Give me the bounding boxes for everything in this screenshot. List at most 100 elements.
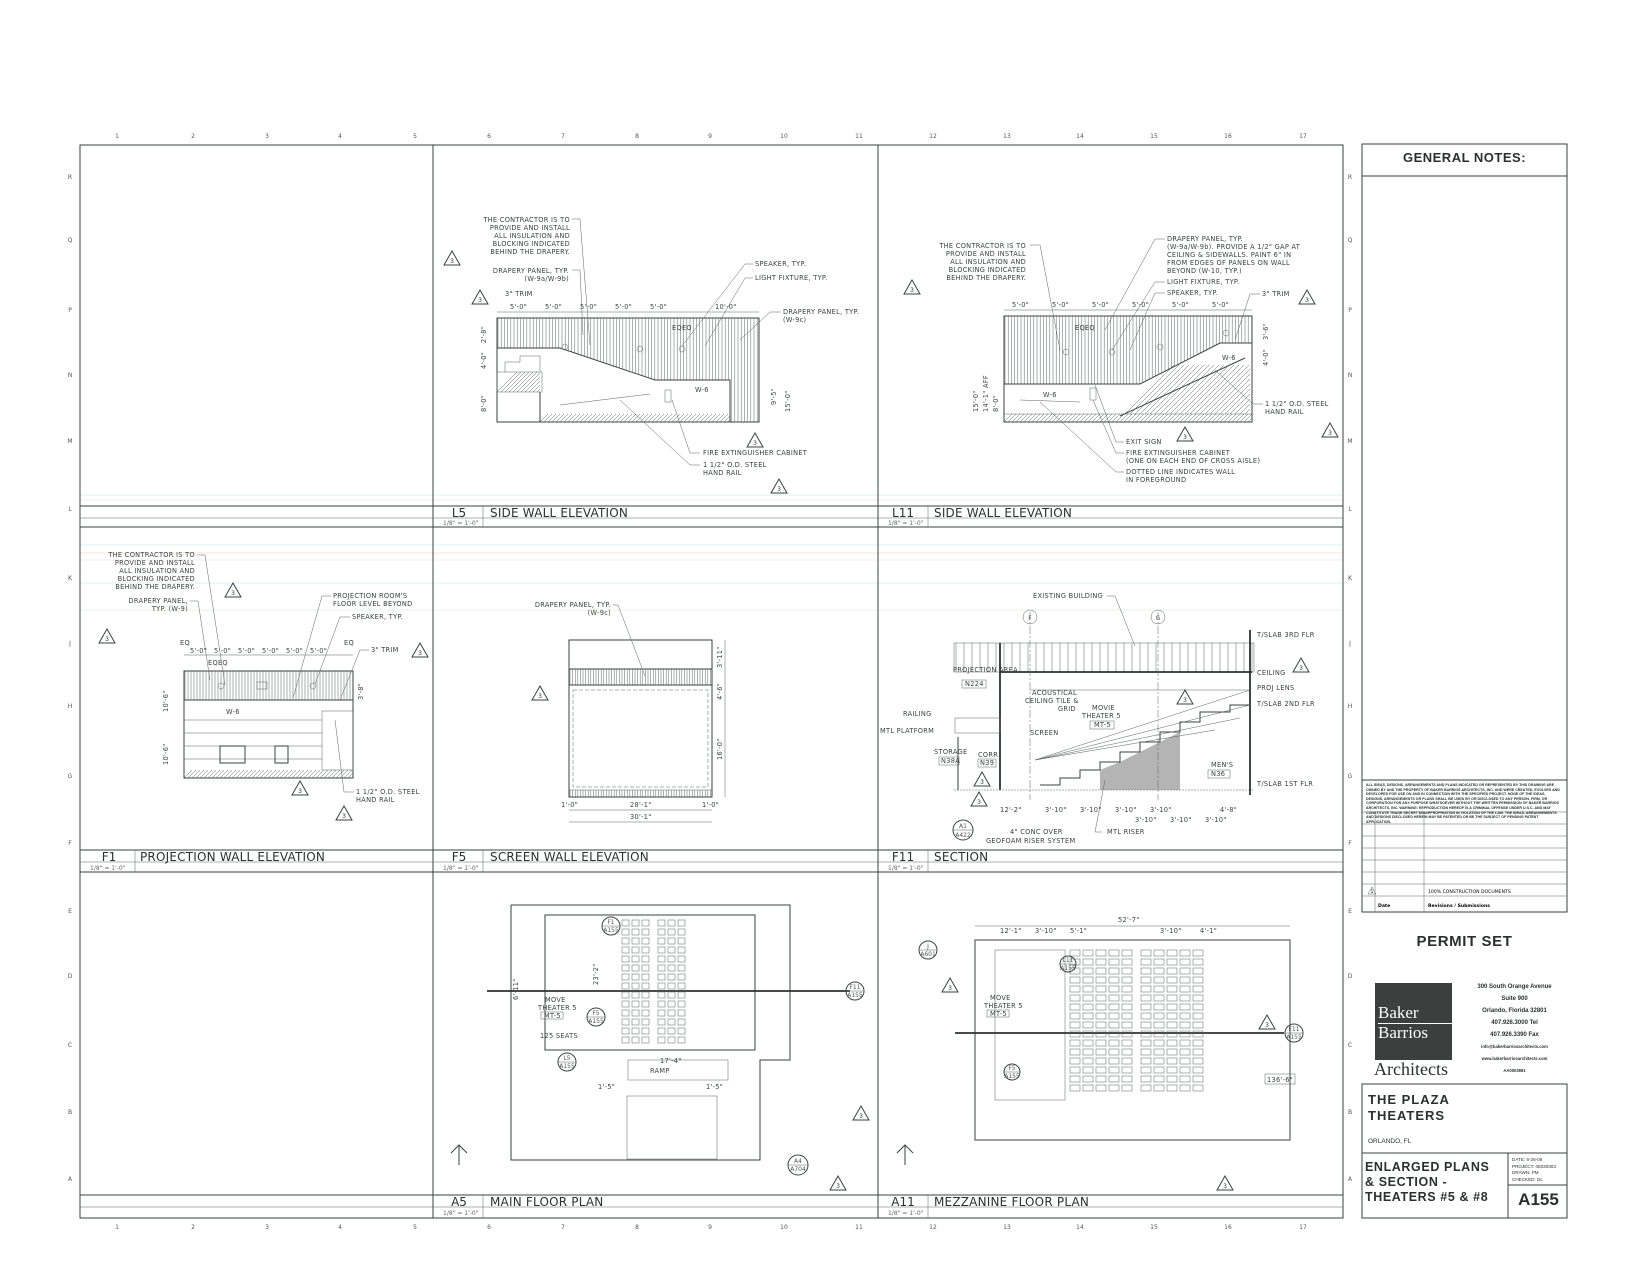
dimension: 5'-0" xyxy=(1212,301,1229,309)
dimension: 5'-0" xyxy=(615,303,632,311)
revision-triangle-icon xyxy=(941,976,959,993)
floor-hatch-line xyxy=(587,413,597,423)
ceiling-note: GRID xyxy=(1058,705,1076,713)
floor-hatch-line xyxy=(303,769,313,779)
floor-hatch-line xyxy=(339,769,349,779)
callout-top: F5 xyxy=(592,1010,599,1017)
dimension: 5'-0" xyxy=(190,647,207,655)
floor-hatch-line xyxy=(1203,413,1213,423)
grid-column-label: 16 xyxy=(1224,1224,1232,1231)
email: info@bakerbarriosarchitects.com xyxy=(1481,1044,1548,1049)
callout-bottom: A155 xyxy=(1004,1073,1020,1080)
floor-hatch-line xyxy=(267,769,277,779)
seat xyxy=(1140,985,1152,993)
seat xyxy=(1153,1030,1165,1038)
dimension: 3'-10" xyxy=(1080,806,1102,814)
screen-label: SCREEN xyxy=(1030,729,1058,737)
note-line: ALL INSULATION AND xyxy=(119,567,195,575)
floor-hatch-line xyxy=(1011,413,1021,423)
floor-hatch-line xyxy=(675,413,685,423)
seat xyxy=(1121,958,1133,966)
seat xyxy=(631,1027,640,1035)
floor-hatch-line xyxy=(715,413,725,423)
grid-row-label: B xyxy=(1348,1109,1352,1116)
revision-triangle-icon xyxy=(1292,656,1310,673)
floor-hatch-line xyxy=(1143,413,1153,423)
floor-hatch-line xyxy=(1035,413,1045,423)
seat xyxy=(621,928,630,936)
seat xyxy=(667,973,676,981)
seat xyxy=(1192,967,1204,975)
floor-hatch-line xyxy=(639,413,649,423)
wall-tag: W-6 xyxy=(1222,354,1236,362)
grid-column-label: 9 xyxy=(708,133,712,140)
callout-top: F1 xyxy=(607,919,614,926)
dimension: 3'-11" xyxy=(716,646,724,668)
grid-row-label: C xyxy=(1348,1042,1352,1049)
seat xyxy=(621,1009,630,1017)
floor-hatch-line xyxy=(195,769,205,779)
floor-hatch-line xyxy=(183,769,193,779)
floor-hatch-line xyxy=(607,413,617,423)
view-scale: 1/8" = 1'-0" xyxy=(888,1210,924,1217)
dimension: 12'-2" xyxy=(1000,806,1022,814)
room-label: STORAGE xyxy=(934,748,968,756)
floor-hatch-line xyxy=(575,413,585,423)
grid-column-label: 17 xyxy=(1299,1224,1307,1231)
floor-hatch-line xyxy=(187,769,197,779)
seat xyxy=(657,1018,666,1026)
revision-triangle-icon xyxy=(903,278,921,295)
fire-extinguisher-note: (ONE ON EACH END OF CROSS AISLE) xyxy=(1126,457,1260,465)
floor-hatch-line xyxy=(1195,413,1205,423)
dimension: 1'-5" xyxy=(598,1083,615,1091)
logo-text-barrios: Barrios xyxy=(1378,1023,1429,1042)
grid-row-label: E xyxy=(1348,908,1352,915)
seat xyxy=(631,919,640,927)
grid-row-label: L xyxy=(68,506,72,513)
drapery-note: (W-9c) xyxy=(783,316,806,324)
floor-hatch-line xyxy=(1103,413,1113,423)
seat xyxy=(1192,958,1204,966)
floor-hatch-line xyxy=(1127,413,1137,423)
seat xyxy=(1140,949,1152,957)
floor-hatch-line xyxy=(223,769,233,779)
dimension: 6'-11" xyxy=(512,978,520,1000)
seat xyxy=(677,937,686,945)
view-f11-section: F G EXISTING BUILDING PROJECTION AREA N2… xyxy=(880,592,1315,845)
seat xyxy=(1179,994,1191,1002)
seat xyxy=(1153,1012,1165,1020)
callout-bottom: A704 xyxy=(790,1166,806,1173)
seat xyxy=(1082,985,1094,993)
seat xyxy=(1082,1048,1094,1056)
grid-column-label: 7 xyxy=(561,1224,565,1231)
sheet-title-line: ENLARGED PLANS xyxy=(1365,1160,1490,1174)
drapery-note: DRAPERY PANEL, xyxy=(129,597,188,605)
dimension: 5'-0" xyxy=(214,647,231,655)
riser-note: MTL RISER xyxy=(1107,828,1145,836)
dimension: 14'-1" AFF xyxy=(982,375,990,412)
seat xyxy=(1153,994,1165,1002)
floor-hatch-line xyxy=(687,413,697,423)
floor-hatch-line xyxy=(1149,364,1200,415)
room-label: CORR xyxy=(978,751,998,759)
floor-hatch-line xyxy=(211,769,221,779)
seat xyxy=(631,946,640,954)
floor-hatch-line xyxy=(1095,413,1105,423)
seat xyxy=(1108,1066,1120,1074)
project-number: PROJECT: 05030303 xyxy=(1512,1163,1556,1169)
grid-row-label: G xyxy=(1348,773,1353,780)
seat xyxy=(631,964,640,972)
revision-mark: 1 xyxy=(1371,889,1374,895)
grid-column-label: 13 xyxy=(1003,133,1011,140)
seat xyxy=(1108,1021,1120,1029)
grid-column-label: 12 xyxy=(929,1224,937,1231)
seat xyxy=(677,982,686,990)
floor-hatch-line xyxy=(1239,403,1251,415)
floor-hatch-line xyxy=(1154,364,1205,415)
seat xyxy=(1095,976,1107,984)
floor-hatch-line xyxy=(1131,413,1141,423)
floor-hatch-line xyxy=(1183,413,1193,423)
seat xyxy=(657,964,666,972)
